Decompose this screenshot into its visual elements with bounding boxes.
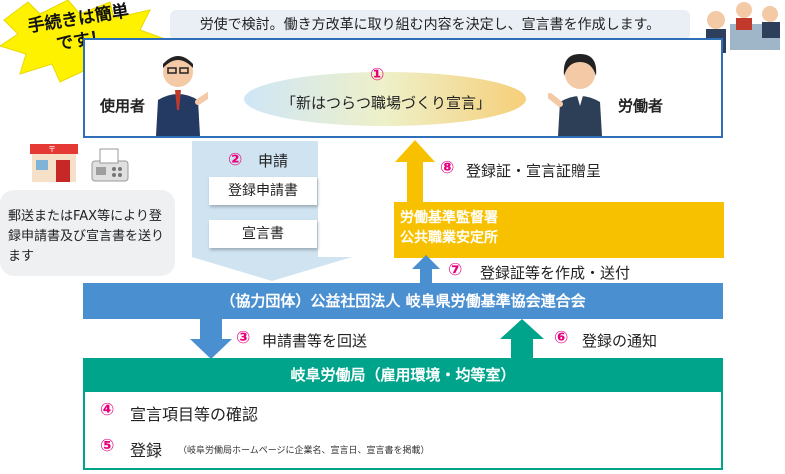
registration-form-doc: 登録申請書 xyxy=(209,177,317,205)
svg-text:〒: 〒 xyxy=(48,145,56,154)
application-label: 申請 xyxy=(258,152,289,170)
step2-number: ② xyxy=(228,150,243,170)
labor-office-box xyxy=(394,202,724,258)
top-bubble-text: 労使で検討。働き方改革に取り組む内容を決定し、宣言書を作成します。 xyxy=(199,17,661,33)
certificate-label: 登録証・宣言証贈呈 xyxy=(466,162,602,180)
labor-office-names: 労働基準監督署 公共職業安定所 xyxy=(400,208,498,248)
declaration-doc: 宣言書 xyxy=(209,220,317,248)
worker-figure-icon xyxy=(548,54,602,136)
employer-label: 使用者 xyxy=(100,97,146,115)
worker-label: 労働者 xyxy=(618,97,664,115)
step1-number: ① xyxy=(370,65,385,85)
labor-bureau-box xyxy=(83,392,723,470)
declaration-title: 「新はつらつ職場づくり宣言」 xyxy=(280,94,491,112)
step3-number: ③ xyxy=(236,328,251,348)
notify-up-arrow xyxy=(500,319,544,359)
labor-bureau-bar xyxy=(83,358,723,392)
step5-number: ⑤ xyxy=(100,436,115,456)
register-label: 登録 xyxy=(130,441,163,460)
send-method-text: 郵送またはFAX等により登録申請書及び宣言書を送ります xyxy=(8,209,165,264)
public-employment-office: 公共職業安定所 xyxy=(400,230,498,246)
step6-number: ⑥ xyxy=(554,328,569,348)
step8-number: ⑧ xyxy=(440,158,455,178)
forward-down-arrow xyxy=(190,319,232,359)
association-bar xyxy=(83,283,723,319)
top-speech-bubble: 労使で検討。働き方改革に取り組む内容を決定し、宣言書を作成します。 xyxy=(170,10,690,40)
declaration-ellipse xyxy=(244,72,526,126)
labor-bureau-label: 岐阜労働局（雇用環境・均等室） xyxy=(290,366,516,384)
certificate-up-arrow xyxy=(395,140,435,202)
send-up-arrow xyxy=(412,255,440,285)
register-note: （岐阜労働局ホームページに企業名、宣言日、宣言書を掲載） xyxy=(178,446,430,456)
notify-label: 登録の通知 xyxy=(582,332,658,350)
labor-standards-office: 労働基準監督署 xyxy=(400,210,498,226)
step7-number: ⑦ xyxy=(448,260,463,280)
employer-figure-icon xyxy=(156,56,208,136)
post-office-icon: 〒 xyxy=(30,144,78,182)
confirm-label: 宣言項目等の確認 xyxy=(130,405,259,424)
step4-number: ④ xyxy=(100,400,115,420)
forward-label: 申請書等を回送 xyxy=(262,332,368,350)
create-send-label: 登録証等を作成・送付 xyxy=(480,264,631,282)
meeting-icon xyxy=(706,2,780,53)
association-label: （協力団体）公益社団法人 岐阜県労働基準協会連合会 xyxy=(220,292,586,310)
send-method-bubble xyxy=(0,190,175,276)
fax-icon xyxy=(91,148,129,182)
